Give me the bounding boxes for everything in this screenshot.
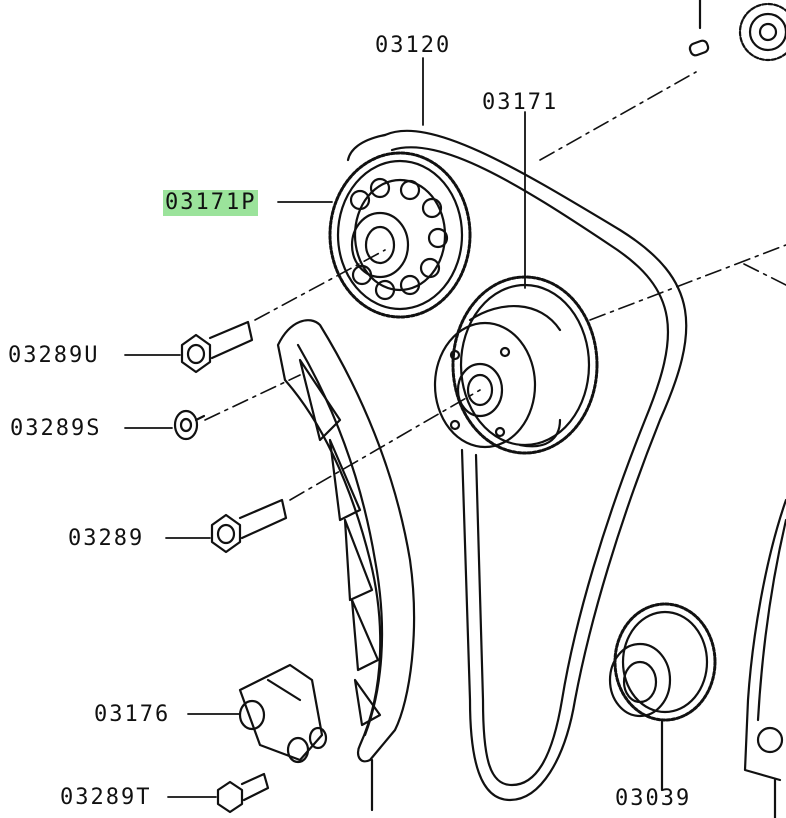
part-label-tensioner[interactable]: 03176	[94, 702, 171, 727]
bolt-03289	[210, 498, 288, 554]
part-label-washer-s[interactable]: 03289S	[10, 416, 102, 441]
chain-guide	[276, 319, 416, 812]
part-label-exhaust-sprocket-highlighted[interactable]: 03171P	[163, 190, 259, 216]
top-right-sprocket-partial	[738, 2, 786, 62]
part-label-bolt-u[interactable]: 03289U	[8, 343, 100, 368]
assembly-dash-lines	[204, 71, 786, 501]
intake-camshaft-sprocket	[433, 275, 599, 455]
part-label-bolt[interactable]: 03289	[68, 526, 145, 551]
washer-03289S	[173, 409, 206, 441]
part-label-bolt-t[interactable]: 03289T	[60, 785, 152, 810]
chain-tensioner	[238, 663, 328, 764]
timing-chain	[346, 129, 688, 802]
part-label-crank-sprocket[interactable]: 03039	[615, 786, 692, 811]
right-edge-guide-partial	[743, 498, 786, 818]
exhaust-camshaft-sprocket	[328, 151, 472, 319]
crankshaft-sprocket	[608, 602, 717, 792]
top-right-pin	[688, 0, 710, 57]
bolt-03289U	[180, 320, 254, 374]
leader-lines	[124, 57, 526, 798]
part-label-camshaft-sprocket[interactable]: 03171	[482, 90, 559, 115]
part-label-tensioner-chain-guide[interactable]: 03120	[375, 33, 452, 58]
bolt-03289T	[216, 772, 270, 814]
